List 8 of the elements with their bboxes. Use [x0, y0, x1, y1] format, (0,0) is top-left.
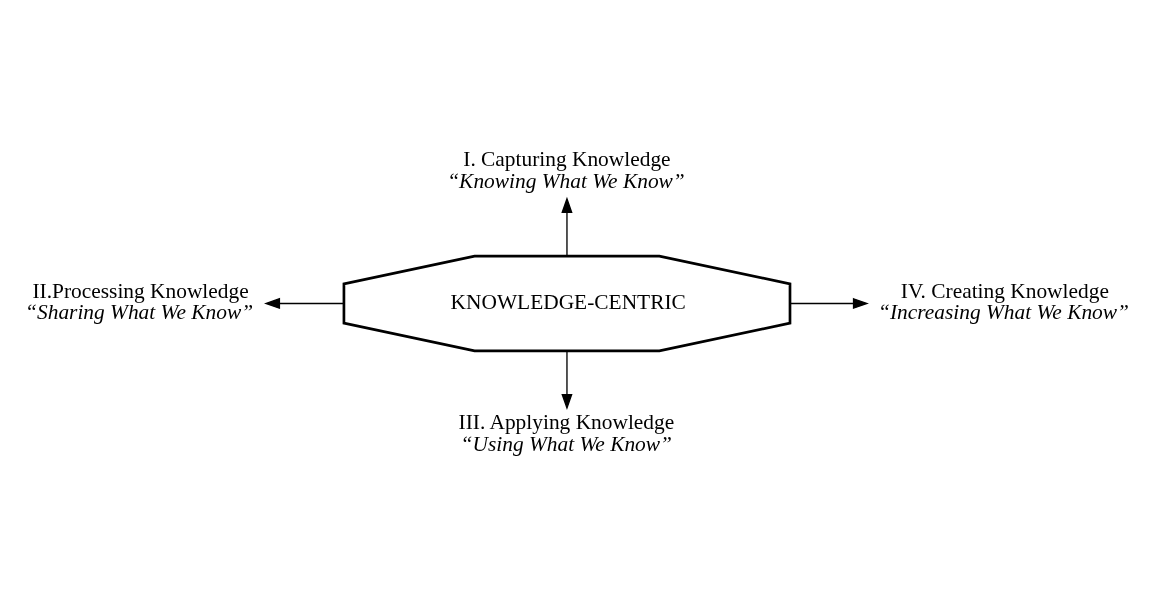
node-text: IV. Creating Knowledge “Increasing What We Know”	[878, 278, 1129, 324]
node-text: III. Applying Knowledge “Using What We Know”	[458, 409, 675, 456]
arrow	[789, 297, 869, 309]
node-text: I. Capturing Knowledge “Knowing What We Know”	[447, 146, 685, 193]
node-text: II.Processing Knowledge “Sharing What We Know”	[25, 278, 254, 324]
arrow	[561, 349, 573, 410]
arrow	[561, 196, 573, 257]
arrow	[264, 297, 345, 309]
